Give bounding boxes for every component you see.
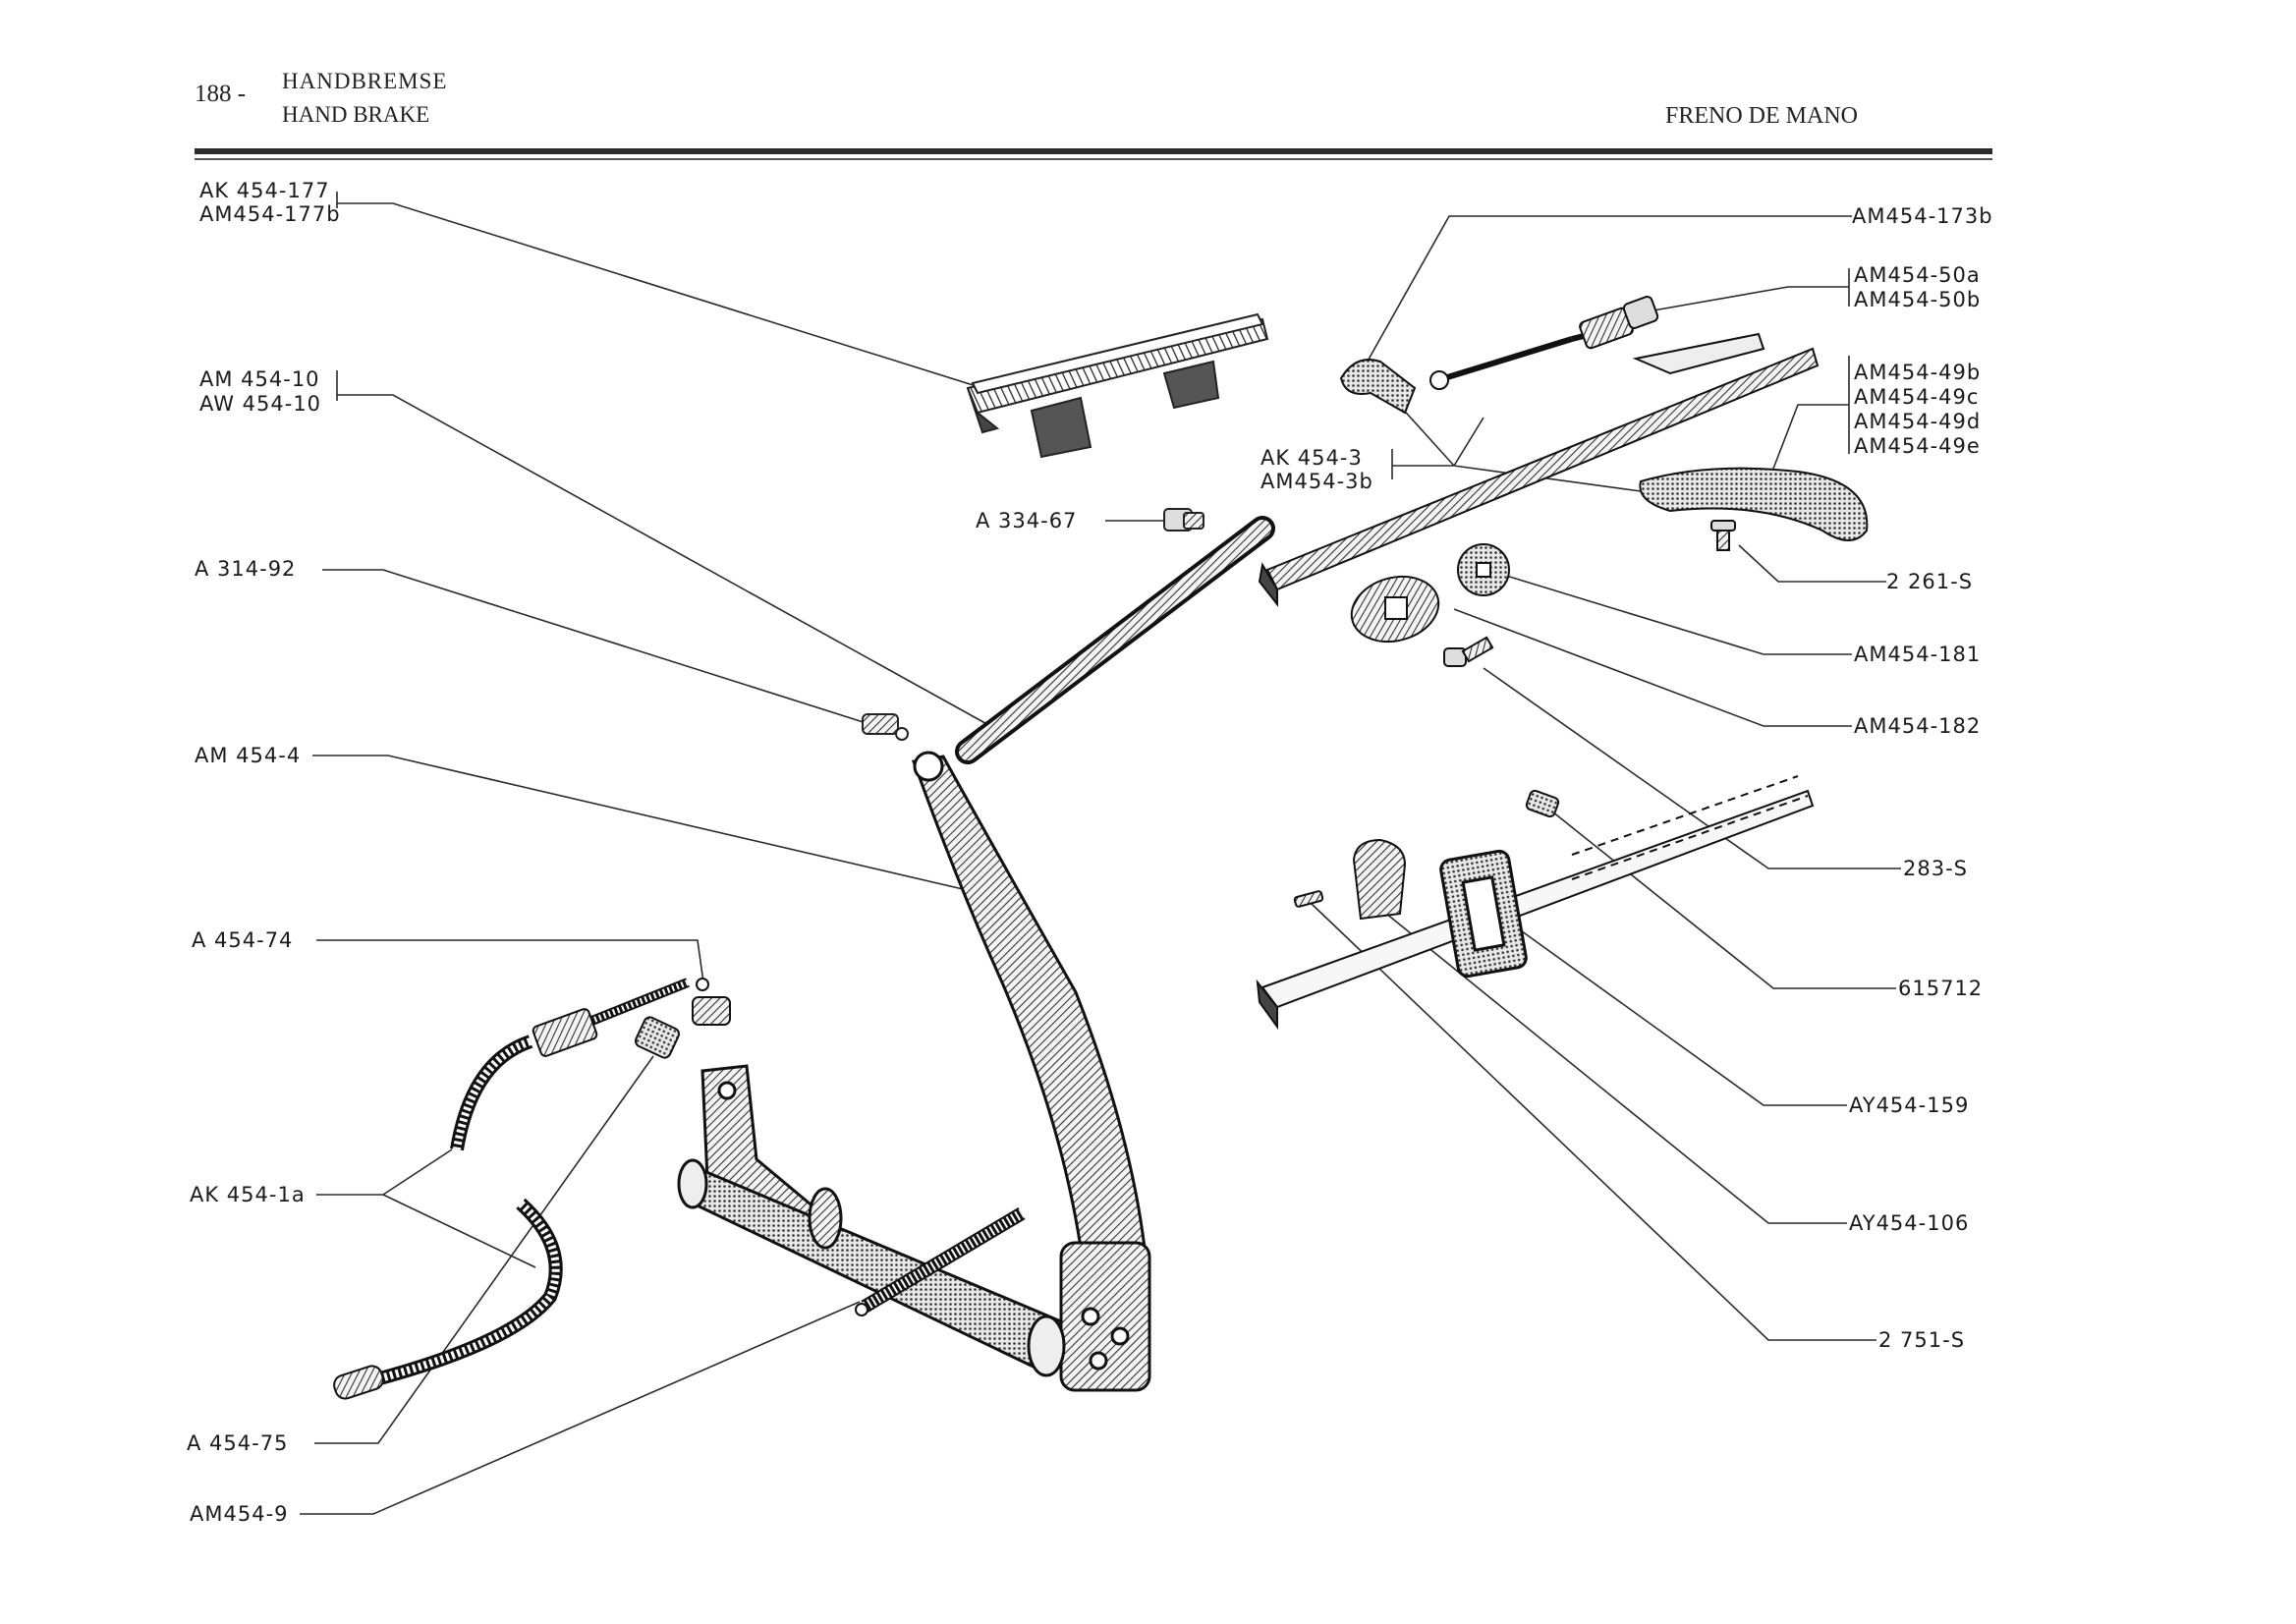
bushing-part xyxy=(634,1016,681,1059)
title-german: HANDBREMSE xyxy=(282,69,448,93)
leader-am454-50 xyxy=(1630,268,1850,315)
leader-am454-4 xyxy=(312,755,964,890)
hand-lever-part xyxy=(911,751,1151,1392)
title-english: HAND BRAKE xyxy=(282,102,430,127)
lower-guide-rail-part xyxy=(1256,775,1815,1031)
header-rule-thin xyxy=(195,158,1992,160)
leader-ak454-177 xyxy=(336,192,983,389)
cover-plate-part xyxy=(1352,838,1407,921)
leader-ak454-1a xyxy=(316,1148,536,1268)
label-2261-s: 2 261-S xyxy=(1886,570,1974,593)
label-am454-4: AM 454-4 xyxy=(195,744,302,767)
leader-am454-49 xyxy=(1767,356,1850,482)
screw-2261s-part xyxy=(1710,520,1736,551)
clevis-pin-part xyxy=(862,713,909,741)
label-615712: 615712 xyxy=(1898,977,1984,1000)
clip-part xyxy=(1525,789,1560,818)
pivot-shaft-part xyxy=(677,1064,1066,1377)
label-a334-67: A 334-67 xyxy=(976,509,1078,532)
label-ak454-1a: AK 454-1a xyxy=(190,1183,306,1206)
label-am454-173b: AM454-173b xyxy=(1852,204,1993,228)
leader-am454-182 xyxy=(1453,608,1852,727)
leader-am454-181 xyxy=(1502,574,1852,655)
friction-disc-part xyxy=(1457,543,1510,596)
label-am454-50a: AM454-50a xyxy=(1854,263,1981,287)
label-ak454-177: AK 454-177 xyxy=(199,179,330,202)
brake-cable-part xyxy=(333,978,690,1400)
screw-283s-part xyxy=(1443,636,1494,667)
label-am454-49e: AM454-49e xyxy=(1854,434,1981,458)
brake-rod-part xyxy=(955,516,1275,764)
release-rod-part xyxy=(1429,296,1659,390)
label-am454-49d: AM454-49d xyxy=(1854,410,1982,433)
label-am454-3b: AM454-3b xyxy=(1260,470,1373,493)
leader-a454-74 xyxy=(316,939,704,983)
leader-ay454-106 xyxy=(1379,908,1847,1224)
label-ak454-3: AK 454-3 xyxy=(1260,446,1363,470)
leader-2261-s xyxy=(1738,544,1886,583)
header-rule xyxy=(195,148,1992,154)
leader-am454-10 xyxy=(336,370,993,728)
label-aw454-10: AW 454-10 xyxy=(199,392,322,416)
label-am454-10: AM 454-10 xyxy=(199,367,320,391)
leader-ay454-159 xyxy=(1517,927,1847,1106)
label-am454-181: AM454-181 xyxy=(1854,643,1982,666)
leader-a454-75 xyxy=(314,1055,654,1444)
page-number: 188 - xyxy=(195,81,247,107)
adjuster-nut-part xyxy=(692,978,731,1026)
screw-2751s-part xyxy=(1293,890,1324,908)
label-am454-50b: AM454-50b xyxy=(1854,288,1982,311)
label-283-s: 283-S xyxy=(1903,857,1968,880)
label-am454-9: AM454-9 xyxy=(190,1502,289,1526)
title-spanish: FRENO DE MANO xyxy=(1665,103,1859,129)
return-spring-part xyxy=(855,1206,1026,1316)
label-2751-s: 2 751-S xyxy=(1878,1328,1966,1352)
leader-ak454-3 xyxy=(1370,372,1642,492)
leader-2751-s xyxy=(1311,903,1876,1341)
ratchet-guide-part xyxy=(966,312,1269,459)
leader-lines xyxy=(300,192,1901,1515)
mounting-flange-part xyxy=(1350,575,1440,644)
label-a454-74: A 454-74 xyxy=(192,928,294,952)
label-ay454-159: AY454-159 xyxy=(1849,1093,1970,1117)
label-am454-177b: AM454-177b xyxy=(199,202,341,226)
label-am454-182: AM454-182 xyxy=(1854,714,1982,738)
label-am454-49c: AM454-49c xyxy=(1854,385,1980,409)
leader-a314-92 xyxy=(322,569,870,725)
leader-283-s xyxy=(1483,667,1901,869)
label-a454-75: A 454-75 xyxy=(187,1431,289,1455)
label-ay454-106: AY454-106 xyxy=(1849,1211,1970,1235)
label-am454-49b: AM454-49b xyxy=(1854,361,1982,384)
label-a314-92: A 314-92 xyxy=(195,557,297,581)
upper-guide-rail-part xyxy=(1258,332,1820,607)
pin-a334-67-part xyxy=(1163,508,1204,532)
handle-grip-part xyxy=(1639,467,1869,541)
leader-am454-9 xyxy=(300,1301,861,1515)
gaiter-frame-part xyxy=(1439,849,1528,979)
leader-am454-173b xyxy=(1360,215,1852,374)
pawl-part xyxy=(1339,359,1417,415)
